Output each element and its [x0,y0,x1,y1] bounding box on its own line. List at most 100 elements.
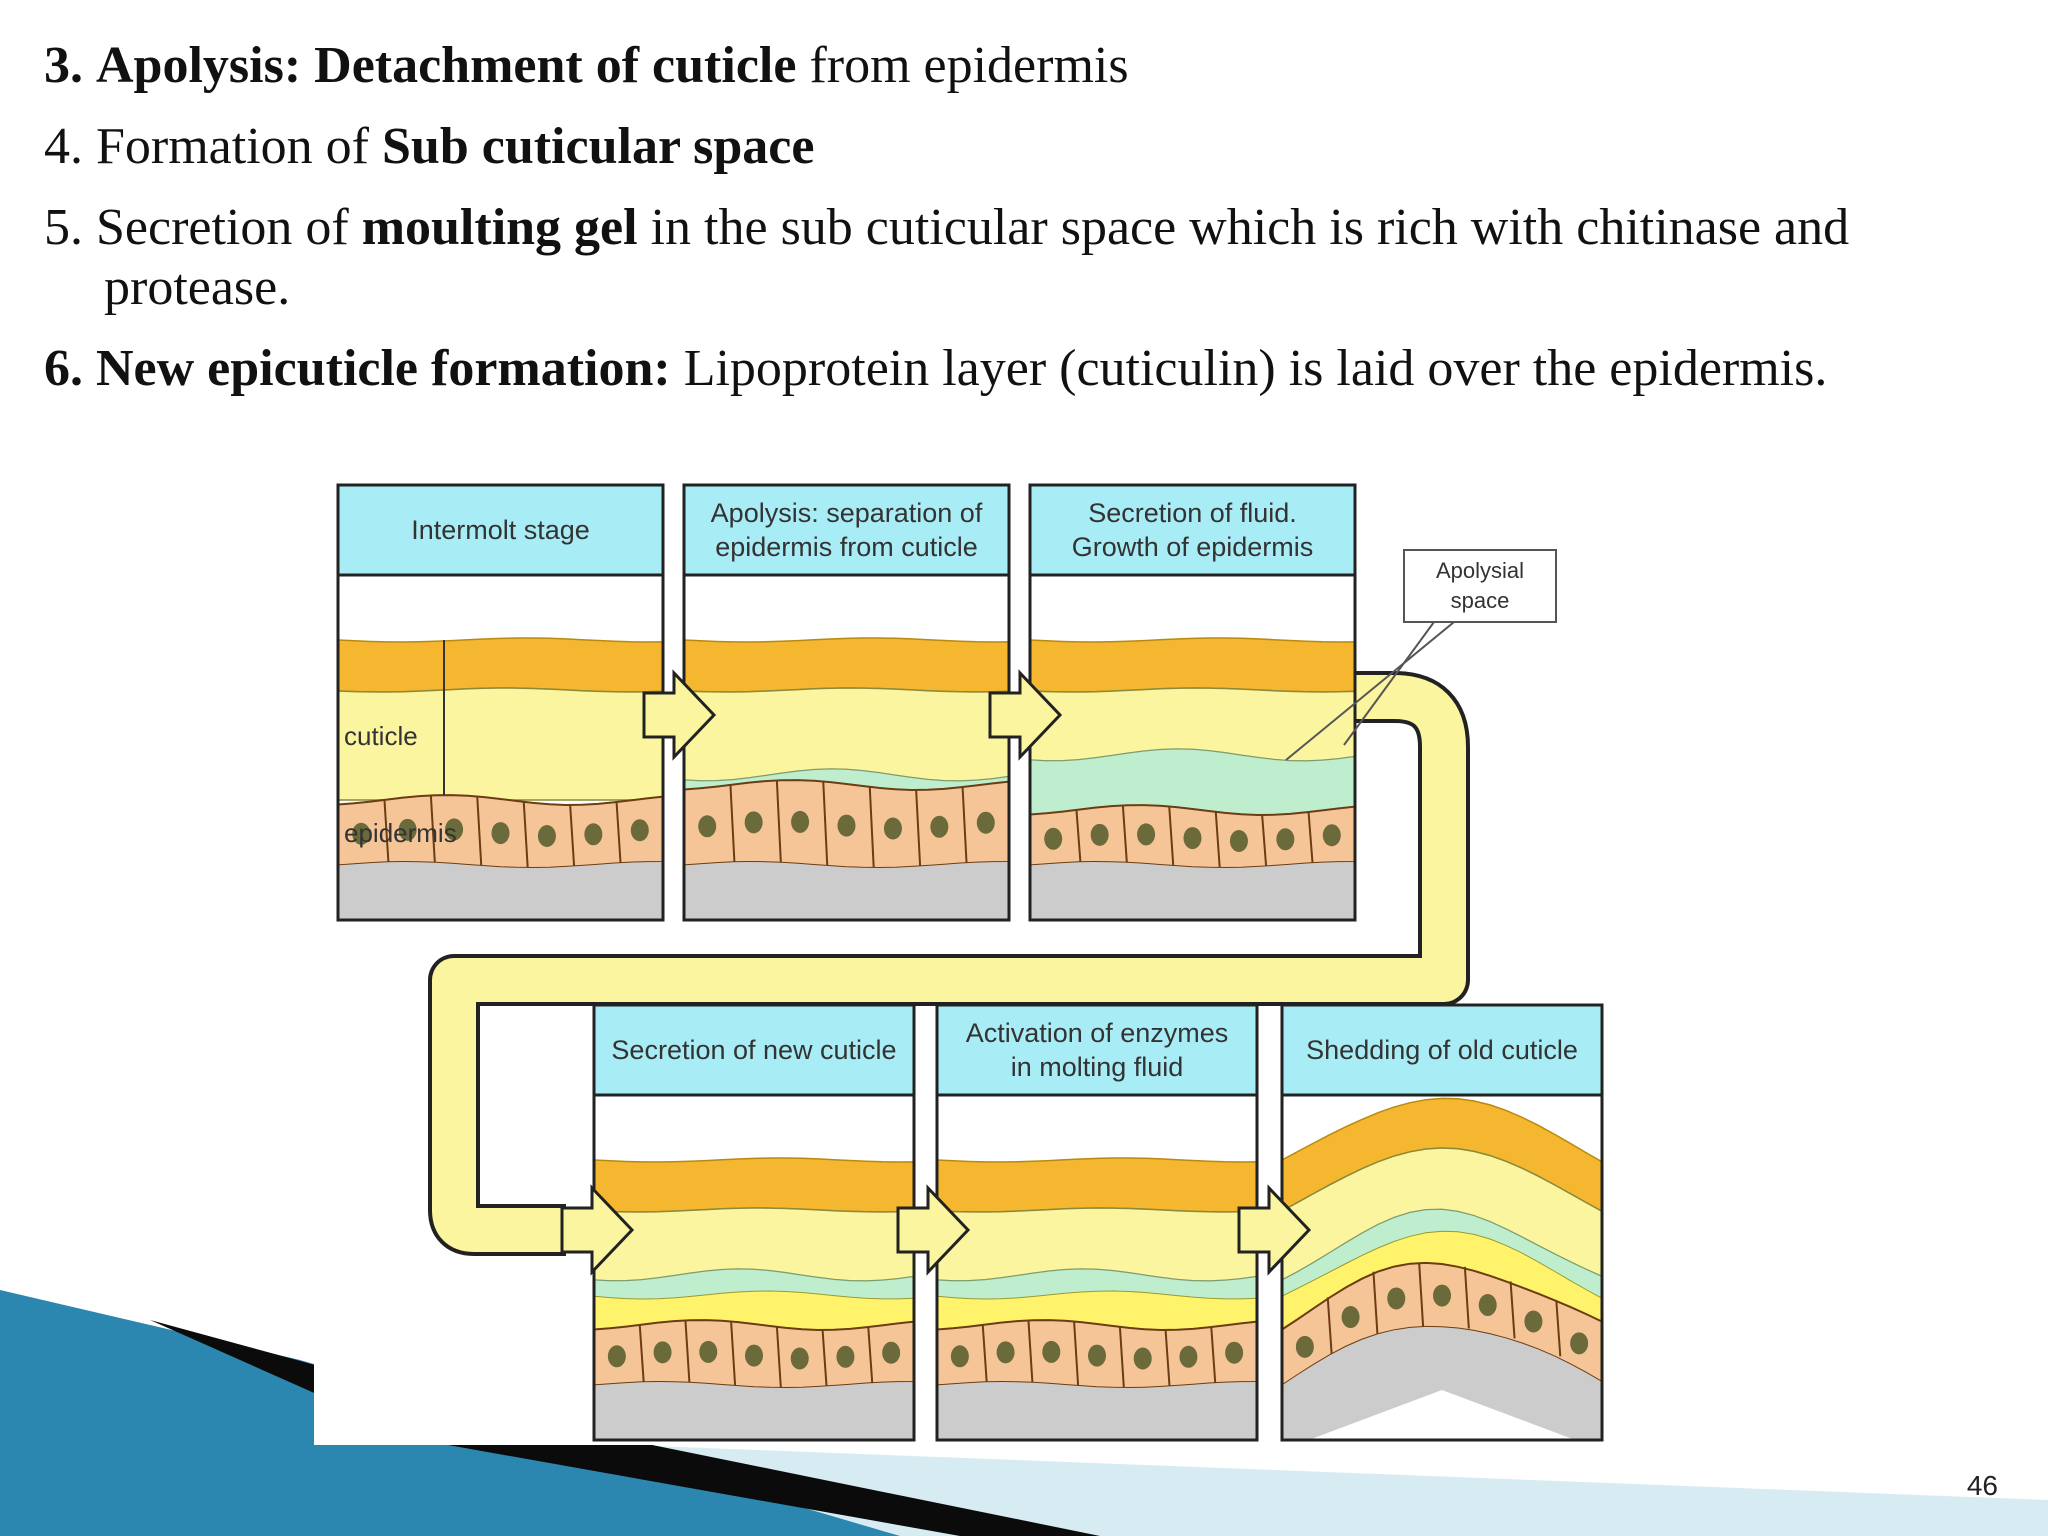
cell-wall [1555,1300,1562,1357]
cell-nucleus [745,1344,763,1367]
cell-nucleus [882,1341,901,1364]
cell-nucleus [1524,1310,1543,1333]
cell-wall [1509,1281,1516,1339]
cell-nucleus [1225,1341,1244,1364]
cell-nucleus [790,1347,809,1370]
cell-wall [569,804,576,868]
bullet-text: Lipoprotein layer (cuticulin) is laid ov… [670,340,1828,397]
callout-text: space [1451,588,1510,613]
epicuticle-layer [338,637,663,693]
hemocoel-layer [937,1382,1257,1440]
cell-wall [821,1329,828,1388]
cell-wall [1118,1325,1125,1388]
stage-title-line: Secretion of new cuticle [611,1035,896,1065]
stage-title-line: Activation of enzymes [966,1018,1229,1048]
cell-nucleus [950,1345,969,1368]
bullet-bold-text: Apolysis: Detachment of cuticle [96,37,797,94]
bullet-text: in the sub cuticular space which is rich… [104,199,1850,316]
cell-wall [1075,809,1082,863]
page-number: 46 [1966,1470,1998,1501]
hemocoel-layer [338,862,663,920]
panel-layers [1030,575,1355,920]
cell-nucleus [537,824,556,847]
cell-wall [1027,1320,1034,1383]
stage-arrow [642,669,717,761]
bullet-3: 3. Apolysis: Detachment of cuticle from … [44,36,2034,96]
stage-panel-intermolt: Intermolt stage [336,483,665,922]
cell-nucleus [1295,1335,1314,1358]
cell-wall [1261,814,1268,868]
stage-arrow [988,669,1063,761]
stage-arrow [1237,1184,1312,1276]
cell-wall [775,1325,782,1388]
cell-nucleus [836,1345,855,1368]
bullet-number: 4. [44,118,83,175]
epidermis-label: epidermis [344,818,457,848]
cell-wall [867,1327,874,1384]
cell-wall [1210,1327,1217,1384]
cell-wall [1326,1297,1333,1356]
cell-nucleus [1478,1294,1497,1317]
cell-wall [868,785,875,868]
panel-header [336,483,665,577]
stage-arrow [560,1184,635,1276]
bullet-bold-text: Sub cuticular space [381,118,815,175]
cell-wall [1073,1322,1080,1387]
stage-title-line: Shedding of old cuticle [1306,1035,1578,1065]
epicuticle-layer [937,1157,1257,1213]
cell-wall [615,802,622,864]
epicuticle-layer [1030,637,1355,693]
cell-nucleus [1183,827,1202,850]
cuticle-layer [684,687,1009,782]
panel-layers [338,575,663,920]
panel-layers [1282,1095,1602,1440]
cell-wall [1121,805,1128,863]
cell-wall [775,780,782,863]
cell-wall [1164,1329,1171,1388]
cell-wall [822,782,829,867]
panel-layers [594,1095,914,1440]
hemocoel-layer [684,862,1009,920]
connector-arrow [432,675,1466,1252]
cell-wall [383,799,390,863]
cell-nucleus [491,822,510,845]
stage-title-line: Secretion of fluid. [1088,498,1297,528]
cell-wall [1372,1271,1379,1335]
cell-nucleus [1322,824,1341,847]
cell-wall [684,1320,691,1383]
stage-title-line: in molting fluid [1011,1052,1184,1082]
cell-nucleus [607,1345,626,1368]
epicuticle-layer [594,1157,914,1213]
cell-nucleus [699,1340,718,1363]
bullet-text: from epidermis [796,37,1129,94]
cell-nucleus [976,811,995,834]
cell-wall [1307,812,1314,864]
bullet-number: 6. [44,340,83,397]
cell-wall [1418,1262,1425,1327]
cell-wall [476,797,483,867]
cell-wall [1214,810,1221,868]
cell-nucleus [1137,823,1156,846]
stage-title-line: Apolysis: separation of [711,498,983,528]
cell-nucleus [837,814,856,837]
cell-nucleus [630,819,649,842]
cell-wall [1168,807,1175,867]
cell-wall [429,795,436,863]
cell-wall [522,800,529,868]
bullet-6: 6. New epicuticle formation: Lipoprotein… [44,339,2034,399]
stage-panel-shedding: Shedding of old cuticle [1280,1003,1604,1442]
cell-wall [915,789,922,868]
hemocoel-layer [594,1382,914,1440]
cell-nucleus [1570,1332,1589,1355]
cuticle-label: cuticle [344,721,418,751]
panel-header [592,1003,916,1097]
cell-nucleus [1088,1344,1106,1367]
cell-nucleus [791,810,810,833]
stage-panel-activation: Activation of enzymes in molting fluid [935,1003,1259,1442]
cell-nucleus [996,1341,1015,1364]
bullet-bold-text: moulting gel [361,199,638,256]
cell-nucleus [584,823,603,846]
bullet-4: 4. Formation of Sub cuticular space [44,117,2034,177]
